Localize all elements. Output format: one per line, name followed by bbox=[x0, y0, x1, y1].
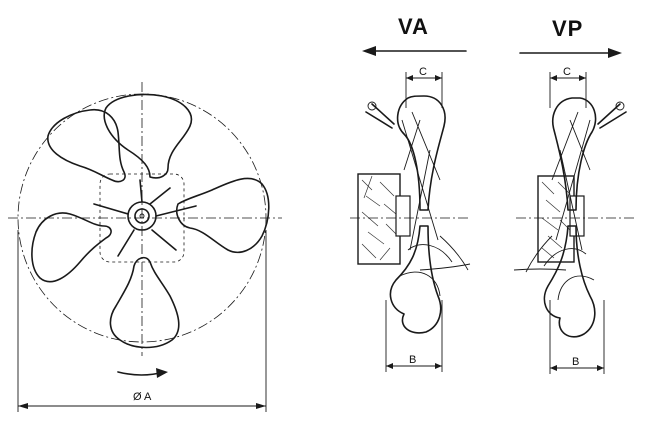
vp-motor bbox=[537, 175, 575, 263]
blade-bottom bbox=[109, 256, 180, 349]
blade-right bbox=[175, 177, 270, 254]
va-dimension-c: C bbox=[419, 66, 427, 78]
hub-ring bbox=[127, 201, 157, 231]
hub-center bbox=[134, 208, 150, 224]
vp-upper-blade bbox=[552, 97, 597, 211]
vp-dimension-b: B bbox=[572, 356, 580, 368]
vp-side-view bbox=[513, 48, 636, 374]
vp-bracket bbox=[597, 103, 627, 129]
va-label: VA bbox=[398, 14, 429, 39]
vp-lower-blade bbox=[543, 225, 596, 338]
va-side-view bbox=[350, 46, 471, 372]
va-lower-blade bbox=[389, 225, 442, 334]
blade-top bbox=[103, 93, 193, 179]
blade-lower-left bbox=[31, 212, 112, 283]
va-upper-blade bbox=[396, 95, 446, 211]
blade-upper-left bbox=[47, 108, 126, 183]
dimension-a-label: Ø A bbox=[133, 391, 152, 403]
va-bracket bbox=[365, 103, 395, 129]
vp-dimension-c: C bbox=[563, 66, 571, 78]
va-motor bbox=[357, 173, 401, 265]
front-view bbox=[8, 82, 282, 412]
va-dimension-b: B bbox=[409, 354, 417, 366]
hub-outline bbox=[99, 173, 185, 263]
spokes bbox=[93, 179, 197, 257]
vp-label: VP bbox=[552, 16, 584, 41]
fan-blades bbox=[31, 93, 270, 349]
